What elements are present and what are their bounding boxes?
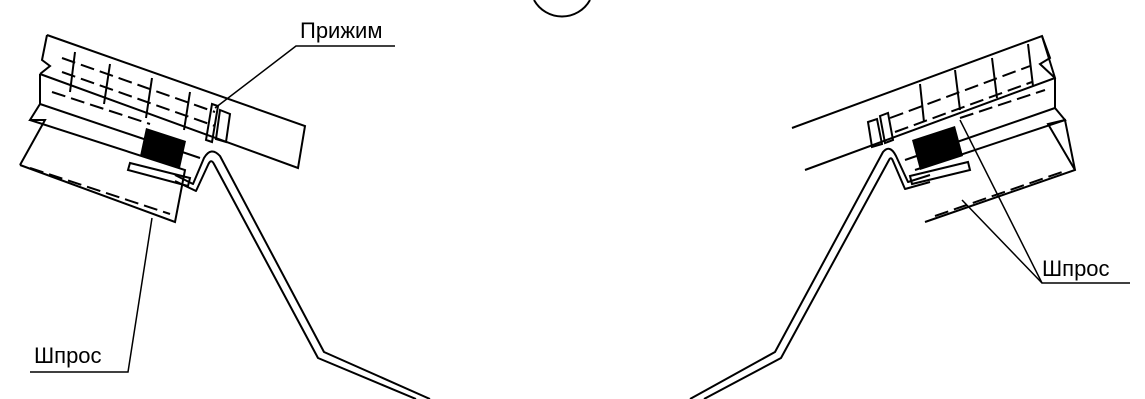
leader-lines (30, 45, 1130, 373)
left-panel-assembly (19, 34, 307, 224)
left-seal (140, 128, 186, 168)
clamp-label: Прижим (300, 18, 383, 43)
right-panel-assembly (791, 34, 1077, 223)
right-seal (912, 126, 963, 170)
purlin-label-left: Шпрос (34, 343, 102, 368)
detail-circle-arc (533, 0, 591, 18)
purlin-label-right: Шпрос (1042, 256, 1110, 281)
trough-profile (174, 147, 931, 399)
